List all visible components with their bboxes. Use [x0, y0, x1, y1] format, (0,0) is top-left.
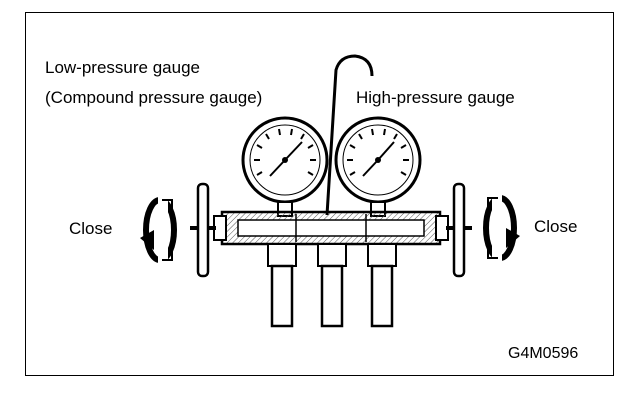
right-hose-fitting — [367, 243, 397, 328]
counterclockwise-arrow-icon — [140, 197, 177, 263]
manifold-body — [213, 210, 449, 246]
right-handwheel — [452, 182, 466, 278]
close-right-label: Close — [534, 217, 578, 236]
low-pressure-gauge — [241, 116, 329, 217]
left-handwheel — [196, 182, 210, 278]
figure-frame — [25, 12, 614, 376]
high-pressure-gauge — [334, 116, 422, 217]
high-pressure-gauge-label: High-pressure gauge — [356, 88, 515, 107]
center-hose-hook — [325, 54, 374, 216]
center-hose-fitting — [317, 243, 347, 328]
clockwise-arrow-icon — [483, 195, 520, 261]
compound-pressure-gauge-label: (Compound pressure gauge) — [45, 88, 263, 107]
left-hose-fitting — [267, 243, 297, 328]
low-pressure-gauge-label: Low-pressure gauge — [45, 58, 200, 77]
figure-code: G4M0596 — [508, 345, 579, 362]
close-left-label: Close — [69, 219, 113, 238]
